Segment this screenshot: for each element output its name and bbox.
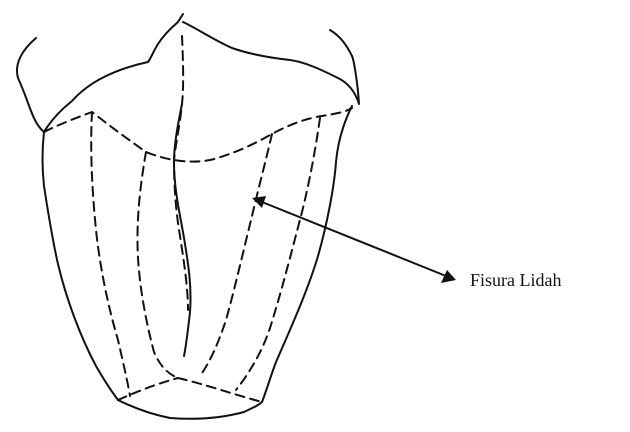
- annotation-label: Fisura Lidah: [470, 270, 562, 290]
- bottom-dashed-v-right: [178, 378, 262, 402]
- right-middle-dashed-line: [236, 118, 320, 390]
- right-side-outline: [262, 106, 352, 402]
- right-lobe-outline: [183, 22, 359, 104]
- median-dashed-line: [174, 36, 188, 310]
- left-middle-dashed-line: [137, 152, 178, 378]
- central-fissure: [174, 104, 191, 356]
- annotation-arrow: [252, 196, 456, 283]
- left-side-outline: [43, 132, 119, 400]
- left-inner-dashed-line: [91, 112, 130, 396]
- bottom-outline: [118, 400, 262, 419]
- tongue-outline: [17, 14, 359, 419]
- right-inner-dashed-line: [200, 134, 272, 376]
- arrowhead-end: [441, 270, 456, 283]
- tongue-tip-stroke: [148, 14, 183, 62]
- transverse-dashed-line: [44, 108, 352, 162]
- left-lobe-outline: [17, 38, 148, 132]
